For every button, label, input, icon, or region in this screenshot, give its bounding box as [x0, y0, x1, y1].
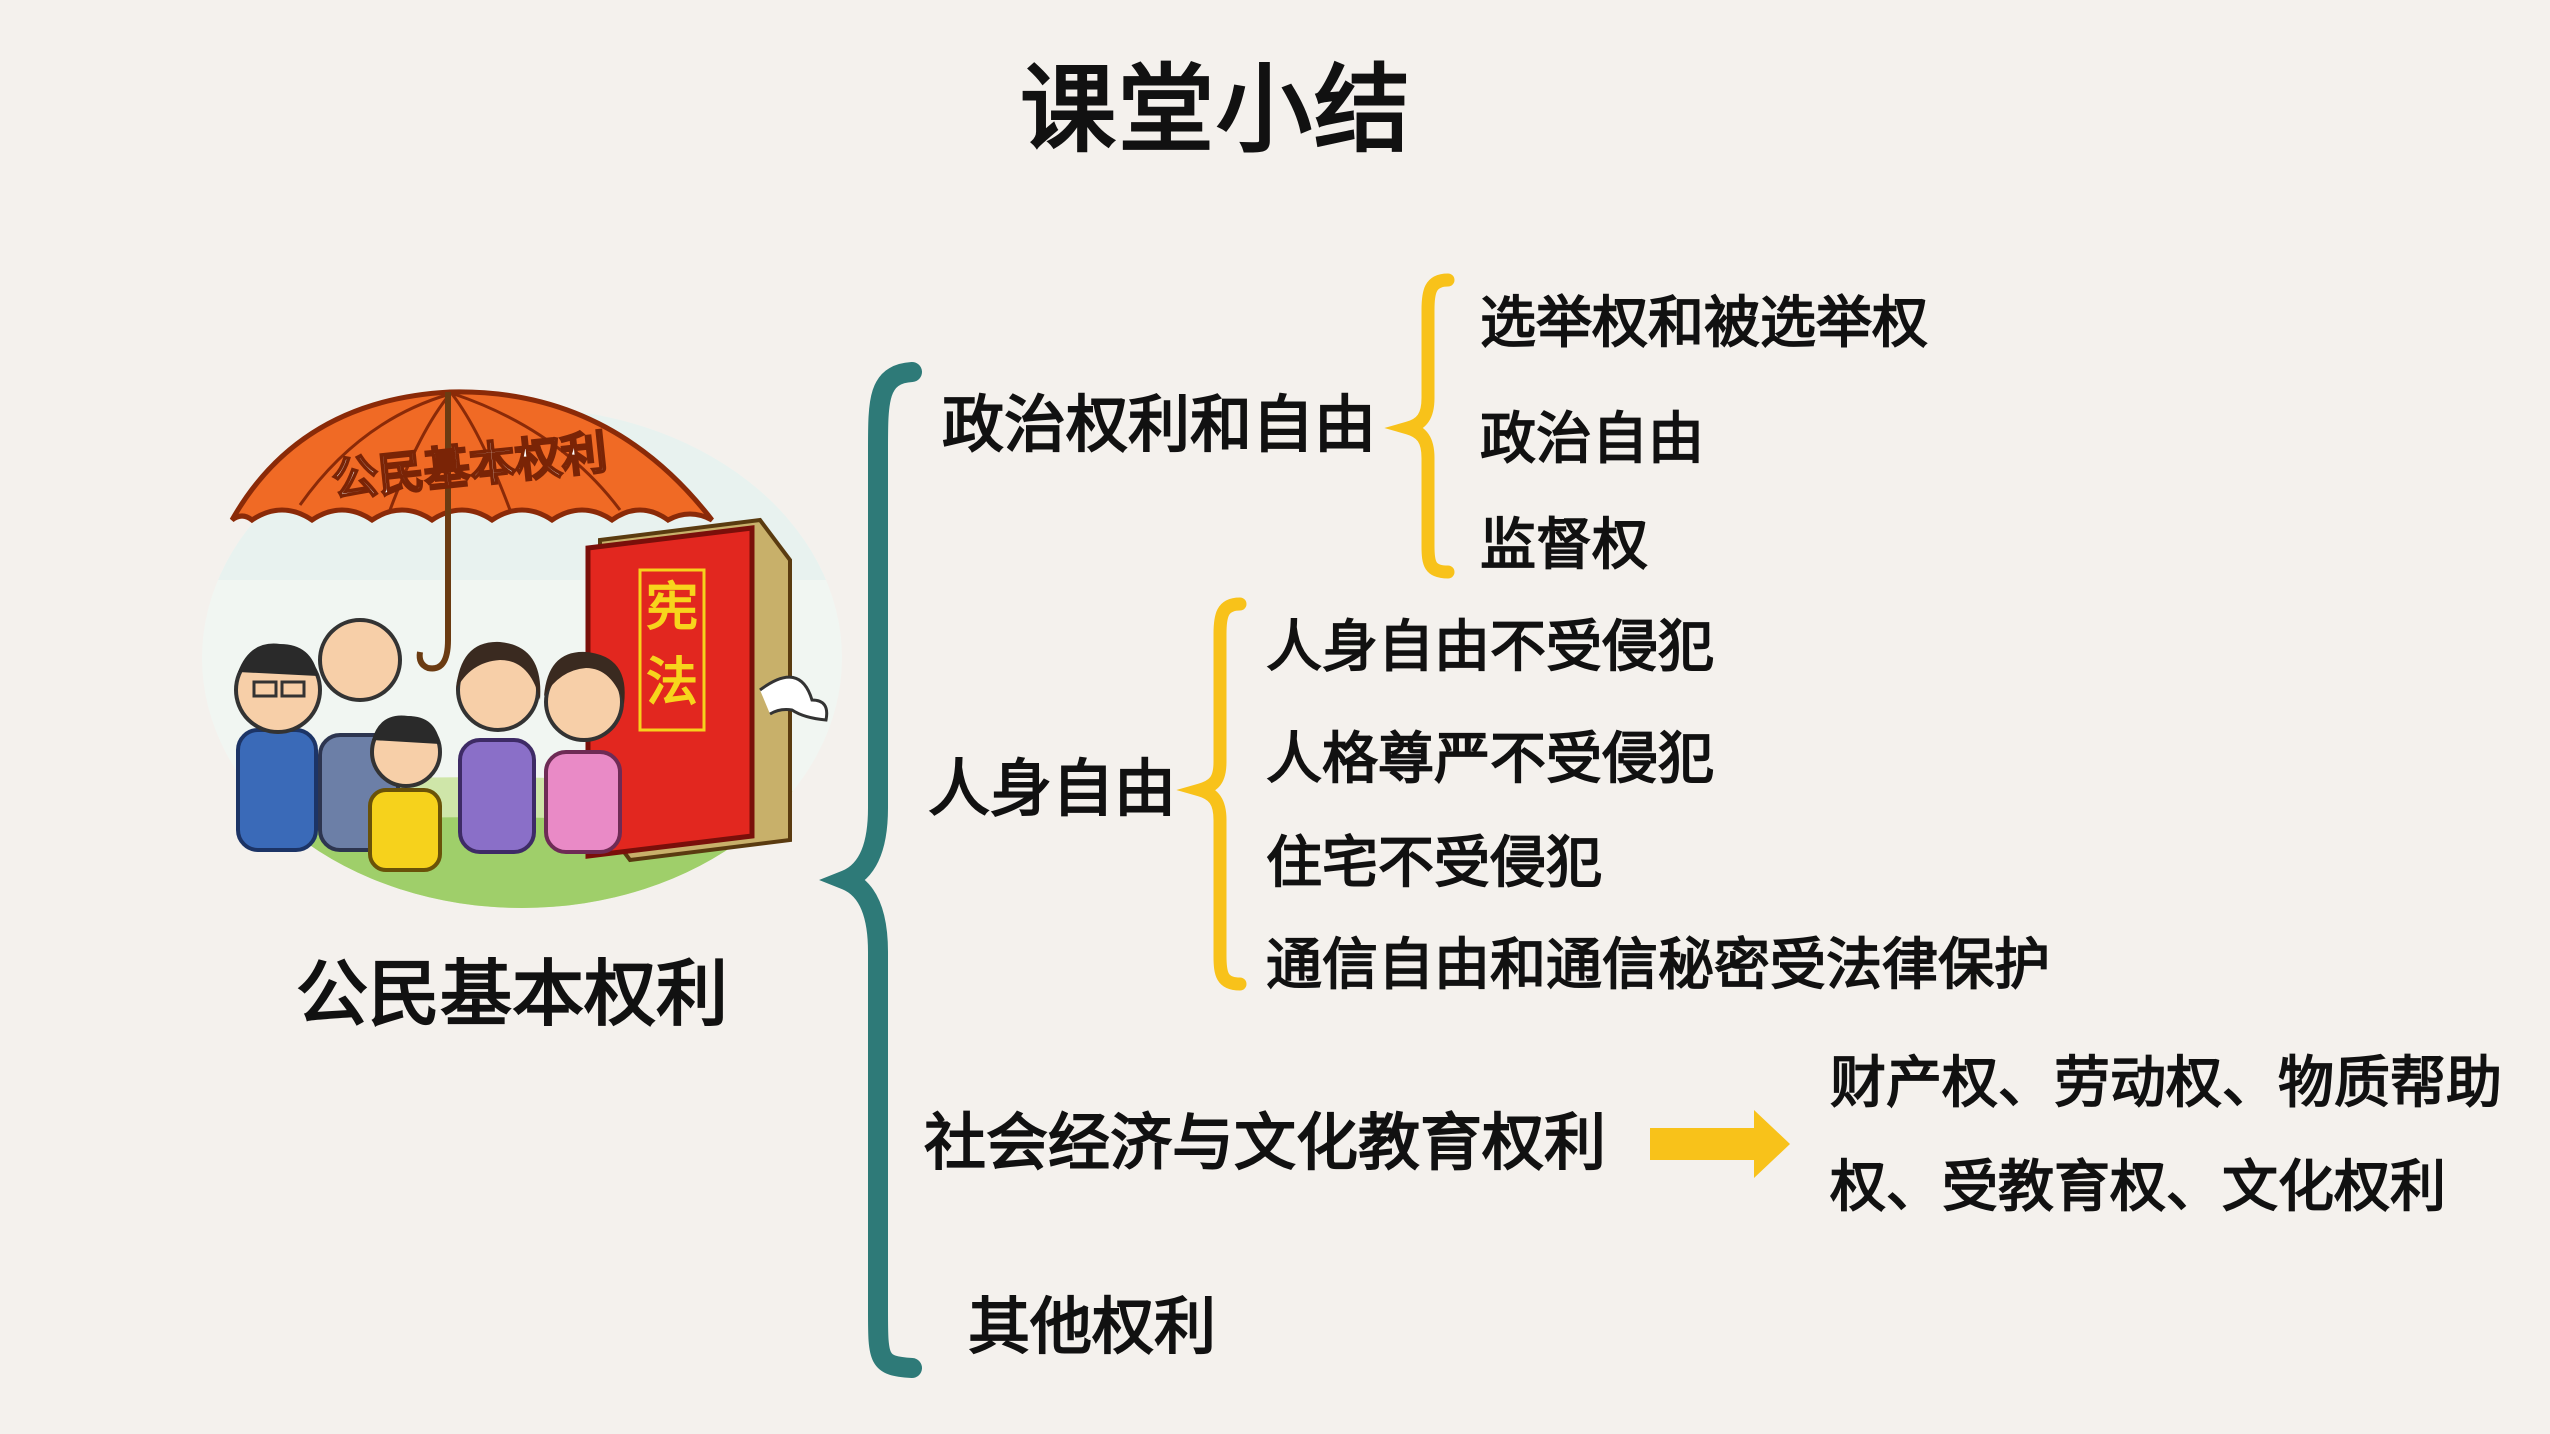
family-figures-icon [234, 618, 625, 872]
personal-item-4: 通信自由和通信秘密受法律保护 [1266, 933, 2050, 998]
social-detail-line-1: 财产权、劳动权、物质帮助 [1830, 1051, 2502, 1116]
constitution-book-icon [585, 517, 829, 863]
book-text-1: 宪 [646, 578, 698, 638]
book-text-2: 法 [646, 653, 698, 713]
personal-item-2: 人格尊严不受侵犯 [1266, 727, 1714, 792]
political-item-1: 选举权和被选举权 [1480, 291, 1928, 356]
umbrella-icon [229, 389, 714, 672]
personal-item-1: 人身自由不受侵犯 [1266, 615, 1714, 680]
personal-item-3: 住宅不受侵犯 [1266, 831, 1602, 896]
arrow-icon [1650, 1110, 1790, 1178]
political-item-2: 政治自由 [1480, 407, 1704, 472]
branch-other-label: 其他权利 [968, 1290, 1217, 1363]
branch-social-label: 社会经济与文化教育权利 [924, 1106, 1607, 1179]
social-detail-line-2: 权、受教育权、文化权利 [1830, 1155, 2446, 1220]
political-item-3: 监督权 [1480, 513, 1648, 578]
page-title: 课堂小结 [1020, 54, 1412, 166]
sub-brace-political [1384, 273, 1455, 579]
main-brace [819, 362, 922, 1378]
branch-political-label: 政治权利和自由 [942, 388, 1377, 461]
center-label: 公民基本权利 [296, 952, 729, 1036]
sub-brace-personal [1176, 597, 1247, 991]
branch-personal-label: 人身自由 [928, 752, 1177, 825]
